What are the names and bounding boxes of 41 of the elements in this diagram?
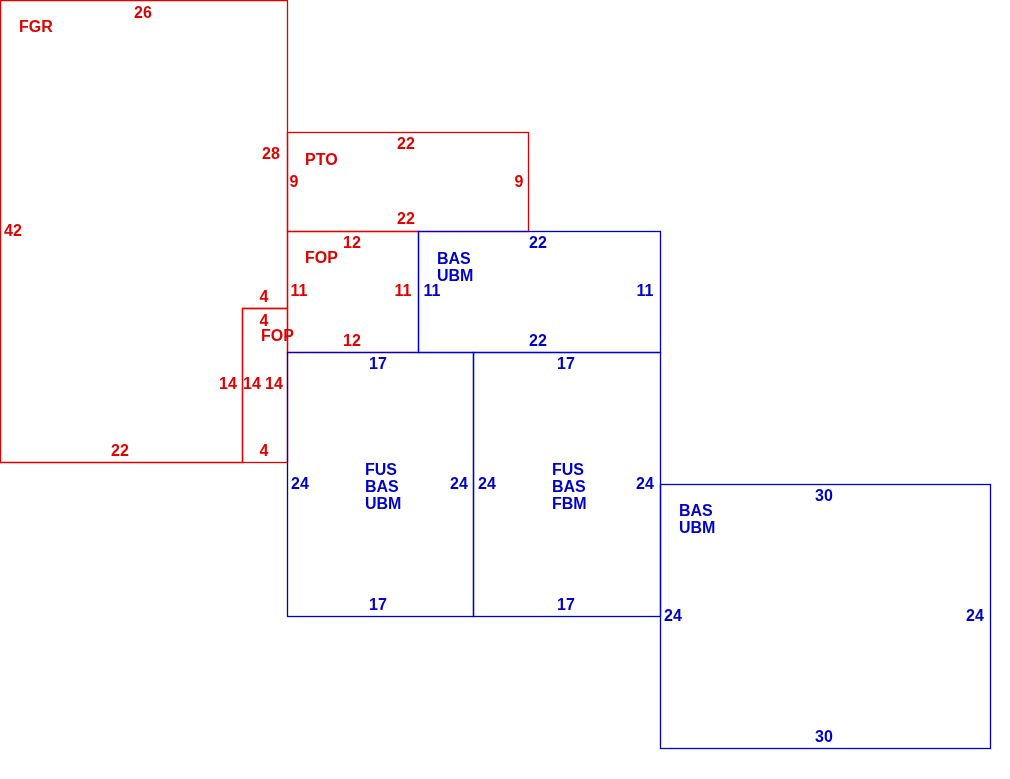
dimension-value: 42: [4, 221, 22, 239]
dimension-value: 22: [111, 441, 129, 459]
dimension-value: 4: [259, 287, 269, 305]
dimension-value: 14: [219, 374, 237, 392]
room-label: PTO: [305, 151, 338, 168]
dimension-value: 4: [259, 441, 269, 459]
dimension-value: 4: [259, 311, 269, 329]
dimension-value: 28: [262, 144, 280, 162]
dimension-value: 24: [291, 474, 309, 492]
dimension-value: 24: [478, 474, 496, 492]
dimension-value: 24: [450, 474, 468, 492]
dimension-value: 14: [243, 374, 261, 392]
room-label: BAS UBM: [437, 250, 474, 284]
dimension-value: 17: [369, 595, 387, 613]
dimension-value: 26: [134, 3, 152, 21]
dimension-value: 30: [815, 727, 833, 745]
dimension-value: 11: [394, 281, 412, 299]
dimension-value: 11: [290, 281, 308, 299]
dimension-value: 9: [289, 172, 299, 190]
dimension-value: 24: [664, 606, 682, 624]
dimension-value: 17: [557, 595, 575, 613]
dimension-value: 22: [397, 209, 415, 227]
dimension-value: 11: [636, 281, 654, 299]
dimension-value: 12: [343, 233, 361, 251]
dimension-value: 22: [529, 233, 547, 251]
dimension-value: 9: [514, 172, 524, 190]
room-label: FUS BAS FBM: [552, 461, 587, 512]
dimension-value: 22: [397, 134, 415, 152]
dimension-value: 11: [423, 281, 441, 299]
dimension-value: 30: [815, 486, 833, 504]
room-label: FOP: [305, 249, 338, 266]
dimension-value: 24: [966, 606, 984, 624]
room-label: FUS BAS UBM: [365, 461, 402, 512]
dimension-value: 17: [557, 354, 575, 372]
dimension-value: 17: [369, 354, 387, 372]
dimension-value: 22: [529, 331, 547, 349]
room-label: FGR: [19, 18, 53, 35]
dimension-value: 12: [343, 331, 361, 349]
room-label: BAS UBM: [679, 502, 716, 536]
dimension-value: 14: [265, 374, 283, 392]
dimension-value: 24: [636, 474, 654, 492]
